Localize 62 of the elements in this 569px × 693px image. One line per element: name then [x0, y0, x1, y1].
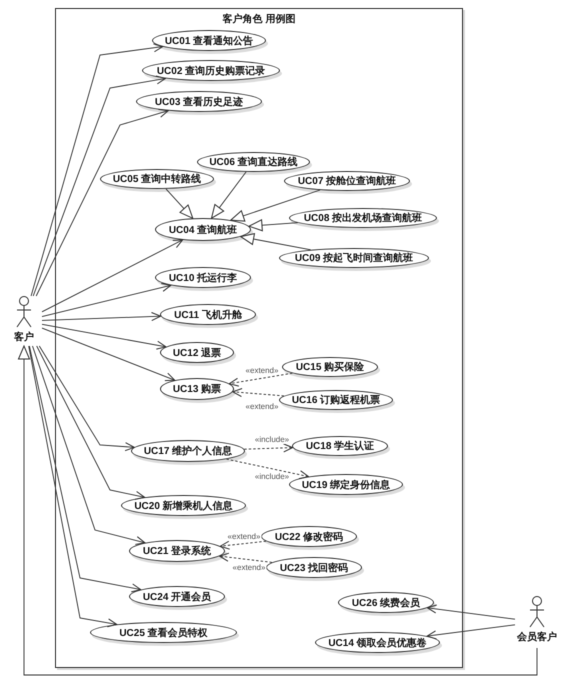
use-case-ellipse: UC15 购买保险	[282, 357, 378, 377]
edge-label: «include»	[254, 436, 290, 444]
use-case-ellipse: UC24 开通会员	[129, 586, 225, 607]
dashed-arrow	[226, 458, 310, 480]
use-case-ellipse: UC03 查看历史足迹	[136, 91, 262, 112]
edge-label: «extend»	[232, 564, 266, 572]
association-arrow	[30, 43, 164, 296]
use-case-ellipse: UC06 查询直达路线	[197, 152, 310, 172]
edge-label: «extend»	[244, 403, 280, 411]
use-case-ellipse: UC25 查看会员特权	[90, 622, 237, 643]
use-case-ellipse: UC04 查询航班	[155, 218, 251, 241]
association-arrow	[28, 346, 118, 628]
use-case-ellipse: UC14 领取会员优惠卷	[315, 632, 440, 653]
association-arrow	[426, 624, 516, 640]
dashed-arrow	[219, 552, 272, 563]
use-case-ellipse: UC13 购票	[160, 378, 234, 400]
association-arrow	[42, 324, 166, 350]
actor-label: 客户	[14, 330, 34, 344]
dashed-arrow	[232, 388, 284, 397]
use-case-ellipse: UC26 续费会员	[338, 592, 434, 613]
use-case-ellipse: UC12 退票	[160, 342, 234, 363]
actor-label: 会员客户	[517, 630, 557, 644]
association-arrow	[42, 328, 176, 382]
use-case-ellipse: UC05 查询中转路线	[100, 169, 214, 189]
association-arrow	[32, 346, 146, 545]
use-case-ellipse: UC11 飞机升舱	[160, 304, 256, 325]
use-case-ellipse: UC23 找回密码	[266, 557, 362, 578]
use-case-ellipse: UC19 绑定身份信息	[289, 474, 403, 495]
use-case-ellipse: UC18 学生认证	[292, 436, 388, 456]
use-case-ellipse: UC02 查询历史购票记录	[142, 60, 280, 81]
use-case-ellipse: UC09 按起飞时间查询航班	[279, 248, 429, 268]
generalization-arrow	[18, 346, 538, 676]
use-case-ellipse: UC21 登录系统	[129, 540, 225, 562]
association-arrow	[42, 312, 162, 322]
association-arrow	[38, 346, 135, 452]
edge-label: «extend»	[226, 533, 262, 541]
association-arrow	[28, 346, 142, 592]
use-case-ellipse: UC17 维护个人信息	[131, 440, 245, 462]
association-arrow	[426, 604, 516, 620]
generalization-arrow	[248, 219, 298, 232]
use-case-ellipse: UC07 按舱位查询航班	[284, 171, 410, 191]
use-case-ellipse: UC10 托运行李	[155, 267, 251, 288]
dashed-arrow	[228, 372, 293, 387]
dashed-arrow	[244, 443, 294, 452]
use-case-ellipse: UC08 按出发机场查询航班	[289, 208, 437, 228]
generalization-arrow	[211, 171, 247, 219]
system-boundary	[55, 8, 463, 668]
use-case-ellipse: UC22 修改密码	[261, 526, 357, 547]
generalization-arrow	[166, 188, 194, 219]
dashed-arrow	[220, 540, 267, 550]
association-arrow	[42, 239, 184, 312]
association-arrow	[32, 76, 166, 296]
edge-label: «extend»	[244, 367, 280, 375]
use-case-ellipse: UC20 新增乘机人信息	[121, 495, 246, 516]
use-case-ellipse: UC16 订购返程机票	[279, 390, 393, 410]
edge-label: «include»	[254, 473, 290, 481]
association-arrow	[36, 108, 169, 296]
use-case-ellipse: UC01 查看通知公告	[152, 30, 266, 51]
association-arrow	[36, 346, 146, 500]
association-arrow	[42, 283, 172, 318]
generalization-arrow	[230, 190, 321, 222]
system-title: 客户角色 用例图	[222, 12, 296, 26]
